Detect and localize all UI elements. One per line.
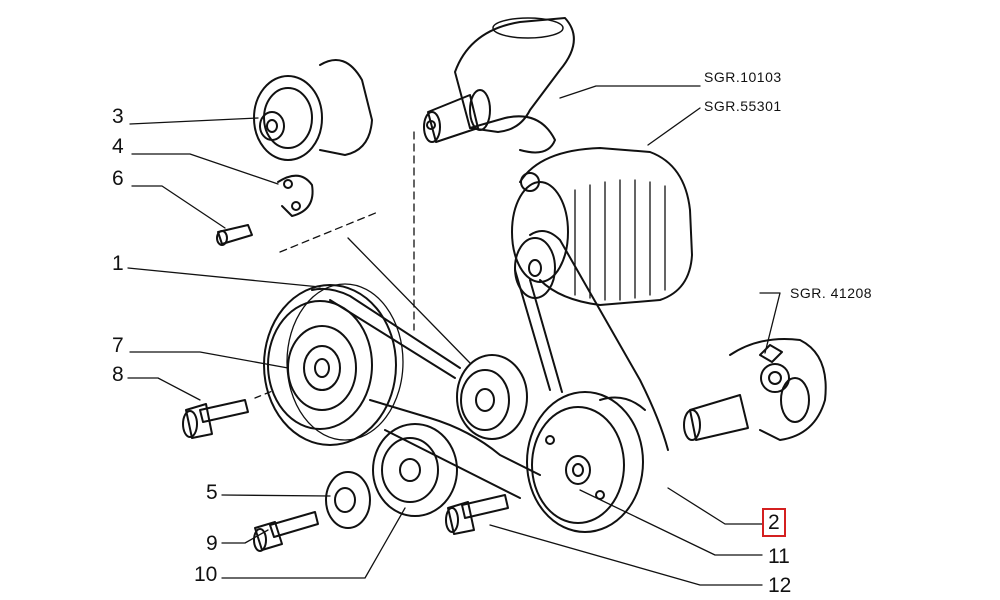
callout-12: 12 [768, 574, 792, 597]
idler-pulley-10 [372, 423, 458, 517]
callout-2-highlighted: 2 [762, 508, 786, 537]
reference-sgr-41208: SGR. 41208 [790, 285, 873, 301]
reference-sgr-10103: SGR.10103 [704, 69, 782, 85]
crankshaft-pulley [263, 283, 404, 446]
reference-sgr-55301: SGR.55301 [704, 98, 782, 114]
bolt-12 [445, 494, 509, 535]
callout-5: 5 [206, 481, 218, 504]
bolt-9 [253, 511, 319, 552]
power-steering-pump [683, 338, 827, 441]
callout-3: 3 [112, 105, 124, 128]
leader-lines [127, 85, 781, 586]
callout-4: 4 [112, 135, 124, 158]
callout-9: 9 [206, 532, 218, 555]
alternator [511, 147, 693, 306]
cap-5 [325, 471, 371, 529]
bolt-8 [182, 399, 249, 439]
pump-pulley [526, 391, 644, 533]
tensioner-assembly [216, 59, 373, 246]
poly-v-belt [311, 230, 669, 499]
callout-6: 6 [112, 167, 124, 190]
alternator-pulley [514, 237, 556, 299]
callout-8: 8 [112, 363, 124, 386]
crankshaft [423, 17, 575, 154]
callout-7: 7 [112, 334, 124, 357]
idler-pulley-upper [456, 354, 528, 440]
callout-1: 1 [112, 252, 124, 275]
callout-11: 11 [768, 545, 790, 568]
callout-10: 10 [194, 563, 218, 586]
